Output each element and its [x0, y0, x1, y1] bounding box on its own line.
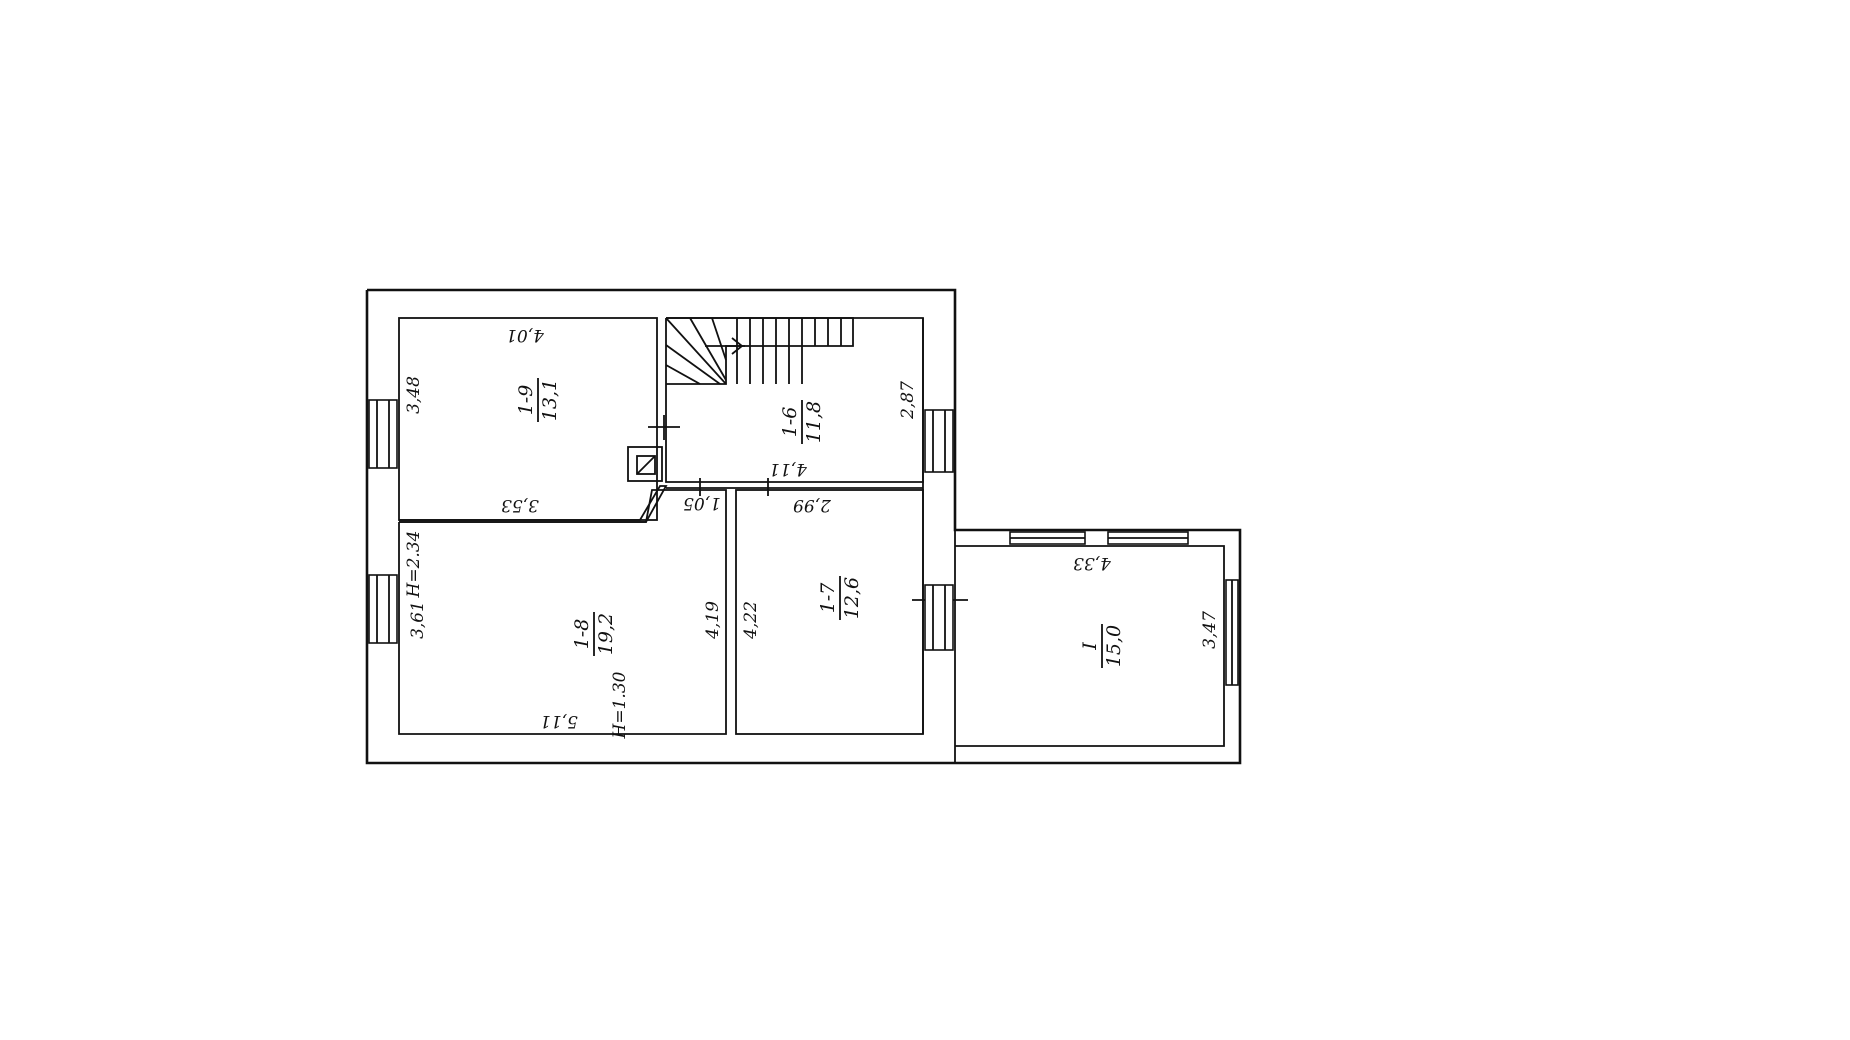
- dim-corridor: 1,05: [683, 493, 721, 513]
- room-number: 1-9: [515, 385, 537, 416]
- dim-room6-bottom: 4,11: [769, 459, 808, 479]
- dim-room8-left: 3,61: [408, 601, 428, 639]
- dim-room7-left: 4,22: [741, 601, 761, 640]
- dim-room1-right: 3,47: [1200, 611, 1220, 649]
- outer-walls: [365, 288, 1242, 765]
- room-label-1-7: 1-7 12,6: [817, 576, 863, 620]
- room-I-outline: [955, 545, 1225, 747]
- dim-room9-width: 4,01: [506, 325, 545, 345]
- room-area: 11,8: [803, 401, 825, 443]
- dim-room9-bottom: 3,53: [501, 495, 539, 515]
- dim-height-2: H=1.30: [610, 671, 630, 739]
- room-label-1-8: 1-8 19,2: [571, 612, 617, 656]
- dim-room7-top: 2,99: [793, 495, 832, 515]
- room-area: 12,6: [841, 577, 863, 619]
- room-number: 1-8: [571, 619, 593, 650]
- room-area: 13,1: [539, 379, 561, 421]
- staircase: [665, 317, 854, 385]
- room-number: 1-6: [779, 407, 801, 438]
- room-number: 1-7: [817, 582, 839, 614]
- dim-room8-right: 4,19: [703, 601, 723, 640]
- room-1-9-outline: [398, 317, 658, 521]
- dim-room1-top: 4,33: [1073, 553, 1112, 573]
- dim-room8-bottom: 5,11: [540, 711, 578, 731]
- room-1-8-outline: [398, 489, 727, 735]
- room-number: I: [1079, 642, 1101, 651]
- room-area: 15,0: [1103, 625, 1125, 667]
- dim-height-1: H=2.34: [404, 531, 424, 599]
- dim-room6-height: 2,87: [898, 381, 918, 420]
- dim-room9-height: 3,48: [404, 376, 424, 414]
- room-label-I: I 15,0: [1079, 624, 1125, 668]
- room-area: 19,2: [595, 613, 617, 655]
- room-label-1-6: 1-6 11,8: [779, 400, 825, 444]
- vent-shaft-icon: [627, 446, 663, 482]
- room-label-1-9: 1-9 13,1: [515, 378, 561, 422]
- windows: [368, 399, 1239, 686]
